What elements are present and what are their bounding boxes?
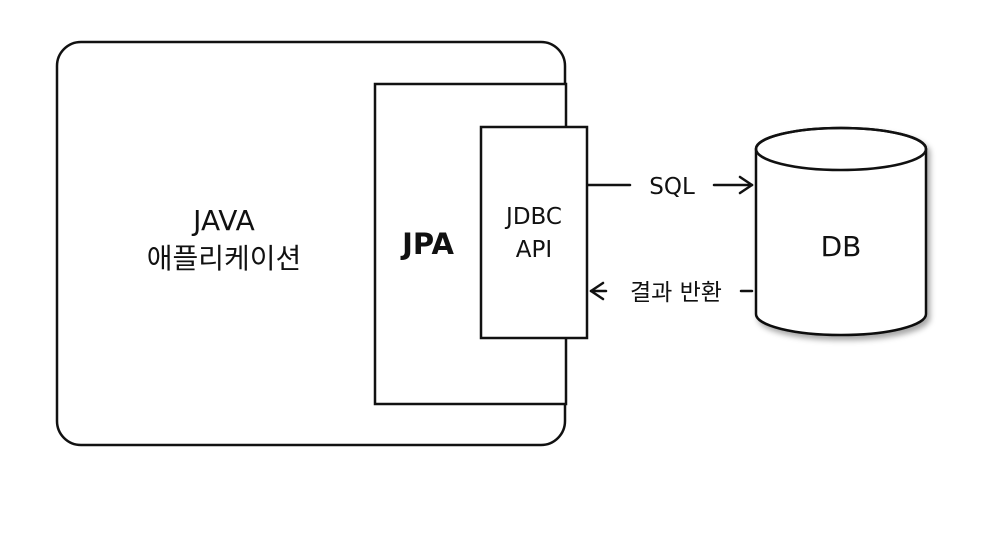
- app-label-line1: JAVA: [191, 204, 255, 237]
- db-label: DB: [821, 230, 862, 263]
- sql-label: SQL: [649, 174, 695, 200]
- app-label-line2: 애플리케이션: [147, 242, 302, 275]
- db-cylinder-top: [754, 126, 928, 172]
- jpa-label: JPA: [400, 227, 454, 261]
- result-arrow: [589, 281, 754, 301]
- jdbc-api-box: [479, 125, 589, 340]
- result-label: 결과 반환: [630, 280, 722, 306]
- jdbc-label-line1: JDBC: [504, 204, 562, 230]
- sql-arrow: [586, 175, 754, 195]
- jdbc-label-line2: API: [516, 237, 552, 263]
